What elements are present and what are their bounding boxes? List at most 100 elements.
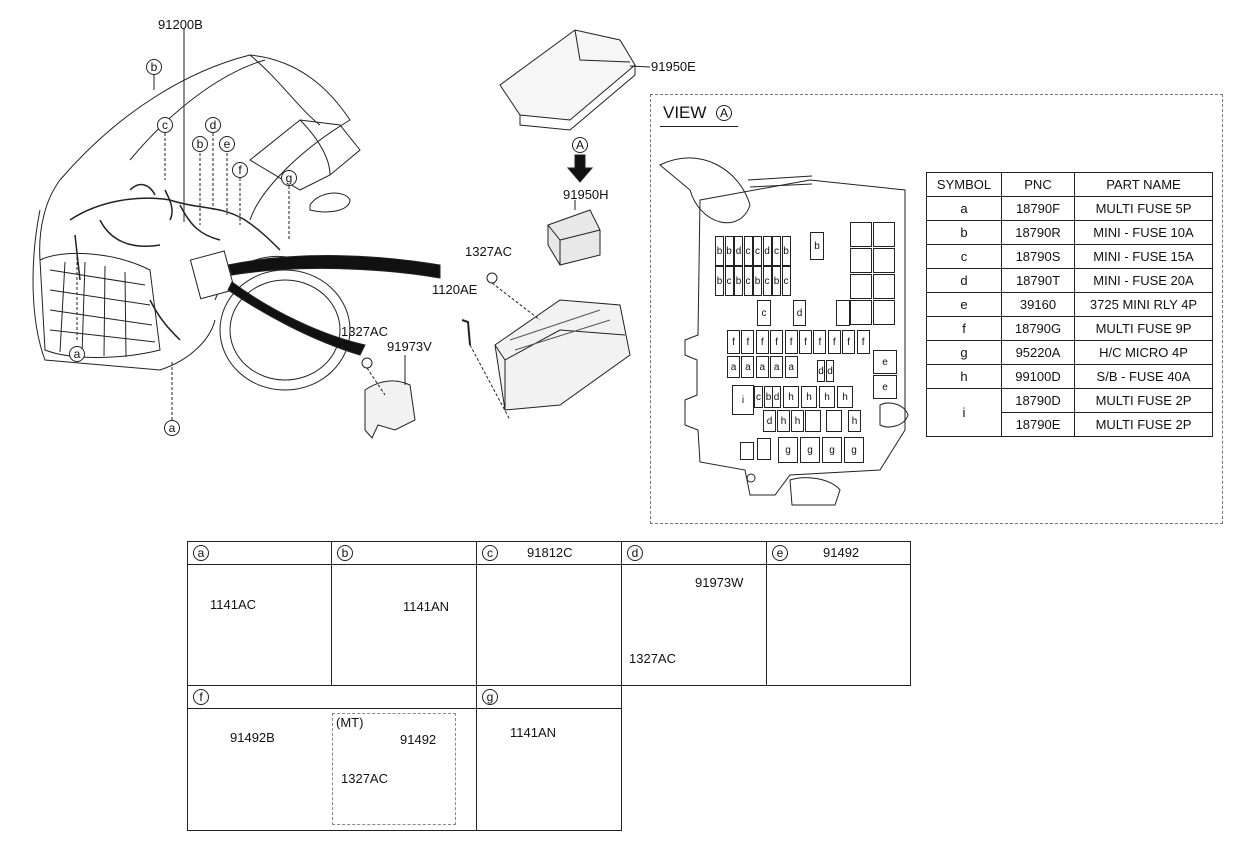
- row-pnc: 18790T: [1001, 268, 1075, 293]
- windshield: [249, 119, 361, 191]
- callout-fuse-block: 91950H: [563, 187, 609, 202]
- row-name: MINI - FUSE 10A: [1074, 220, 1213, 245]
- relay-slot: [850, 222, 872, 247]
- nut-side: [361, 357, 373, 369]
- pointer-strip-1: [227, 255, 441, 279]
- bracket: [364, 380, 416, 439]
- row-symbol: g: [926, 340, 1002, 365]
- view-arrow: [566, 154, 594, 183]
- fuse-f: f: [727, 330, 740, 354]
- car-letter-a1: a: [69, 346, 85, 362]
- fuse-c: c: [724, 266, 734, 296]
- row-symbol: b: [926, 220, 1002, 245]
- fuse-f: f: [784, 330, 798, 354]
- fuse-g: g: [844, 437, 864, 463]
- row-symbol: c: [926, 244, 1002, 269]
- header-part-name: PART NAME: [1074, 172, 1213, 197]
- relay-slot: [850, 274, 872, 299]
- car-letter-b2: b: [192, 136, 208, 152]
- fuse-d: d: [793, 300, 806, 326]
- fuse-c: c: [753, 236, 762, 266]
- fuse-b: b: [810, 232, 824, 260]
- detail-part-label: 1141AC: [210, 597, 257, 612]
- car-letter-g: g: [281, 170, 297, 186]
- grille: [39, 253, 161, 358]
- car-body: [32, 209, 216, 371]
- row-pnc: 99100D: [1001, 364, 1075, 389]
- pointer-strip-2: [227, 281, 366, 356]
- fuse-b: b: [772, 266, 781, 296]
- view-marker-circle: A: [572, 137, 588, 153]
- view-title: VIEW: [663, 103, 706, 123]
- detail-part-label: 91973W: [695, 575, 744, 590]
- fuse-b: b: [753, 266, 762, 296]
- detail-part-label: 1141AN: [510, 725, 557, 740]
- detail-cell-head: [622, 542, 766, 565]
- fuse-f: f: [755, 330, 769, 354]
- fuse-slot: [836, 300, 850, 326]
- detail-cell-head: [477, 686, 621, 709]
- detail-code-a: a: [193, 545, 209, 561]
- detail-cell-head: [477, 542, 621, 565]
- fuse-a: a: [755, 356, 769, 378]
- relay-slot: [850, 248, 872, 273]
- fuse-d: d: [826, 360, 834, 382]
- fuse-c: c: [757, 300, 771, 326]
- detail-part-label: 1141AN: [403, 599, 450, 614]
- fuse-g: g: [778, 437, 798, 463]
- detail-cell-head: [188, 686, 476, 709]
- callout-bracket: 91973V: [387, 339, 432, 354]
- detail-title: 91492: [823, 545, 860, 560]
- car-letter-a2: a: [164, 420, 180, 436]
- row-pnc: 18790S: [1001, 244, 1075, 269]
- fuse-f: f: [770, 330, 784, 354]
- fuse-c: c: [754, 386, 763, 408]
- header-pnc: PNC: [1001, 172, 1075, 197]
- fuse-h: h: [801, 386, 817, 408]
- detail-code-f: f: [193, 689, 209, 705]
- detail-code-b: b: [337, 545, 353, 561]
- detail-title: 91812C: [527, 545, 573, 560]
- fuse-c: c: [772, 236, 781, 266]
- relay-e: e: [873, 375, 897, 399]
- fuse-b: b: [734, 266, 743, 296]
- detail-code-c: c: [482, 545, 498, 561]
- view-fuse-block: [684, 179, 906, 496]
- view-title-text: VIEW: [663, 103, 707, 122]
- fuse-b: b: [724, 236, 734, 266]
- row-name: 3725 MINI RLY 4P: [1074, 292, 1213, 317]
- relay-e: e: [873, 350, 897, 374]
- parts-table-header: SYMBOL PNC PART NAME: [926, 172, 1213, 197]
- detail-cell-head: [188, 542, 331, 565]
- row-pnc: 18790D: [1001, 388, 1075, 413]
- detail-cell-head: [332, 542, 476, 565]
- detail-cell-head: [767, 542, 910, 565]
- row-name: MINI - FUSE 15A: [1074, 244, 1213, 269]
- fuse-h: h: [837, 386, 853, 408]
- fuse-g: g: [800, 437, 820, 463]
- fuse-h: h: [819, 386, 835, 408]
- fuse-d: d: [817, 360, 825, 382]
- row-pnc: 95220A: [1001, 340, 1075, 365]
- fuse-g: g: [822, 437, 842, 463]
- detail-part-label: 91492B: [230, 730, 275, 745]
- fuse-a: a: [770, 356, 784, 378]
- fuse-b: b: [781, 236, 791, 266]
- fuse-d: d: [763, 410, 776, 432]
- row-pnc: 18790R: [1001, 220, 1075, 245]
- fuse-h: h: [777, 410, 790, 432]
- fuse-b: b: [715, 236, 724, 266]
- car-fuse-box: [189, 250, 236, 300]
- detail-cell-c: c 91812C: [476, 541, 622, 686]
- detail-code-g: g: [482, 689, 498, 705]
- fuse-a: a: [784, 356, 798, 378]
- wire-harness: [69, 197, 281, 251]
